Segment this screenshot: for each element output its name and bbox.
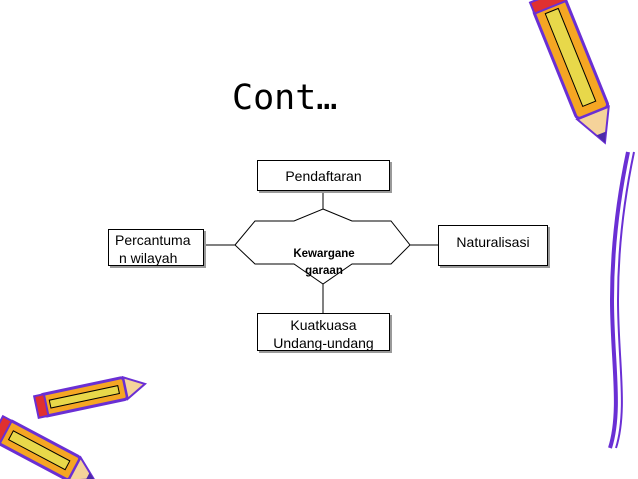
box-naturalisasi: Naturalisasi [438,225,548,266]
center-line2: garaan [305,265,343,277]
box-pendaftaran: Pendaftaran [257,160,390,191]
pencil-icon [32,375,148,419]
box-bottom-line1: Kuatkuasa [290,317,357,333]
center-line1: Kewargane [293,248,355,260]
connector-lines [204,191,438,313]
pencil-icon [0,414,96,479]
box-kuatkuasa-undang-undang: Kuatkuasa Undang-undang [257,313,390,351]
pencil-icon [608,151,635,449]
box-left-line2: n wilayah [119,250,178,266]
box-bottom-line2: Undang-undang [273,335,374,351]
box-left-line1: Percantuma [115,232,191,248]
center-label-kewarganegaraan: Kewargane garaan [280,246,368,280]
box-percantuman-wilayah: Percantuma n wilayah [108,229,204,266]
pencil-icon [528,0,610,145]
slide-title: Cont… [232,78,338,118]
center-star-shape [234,208,411,285]
